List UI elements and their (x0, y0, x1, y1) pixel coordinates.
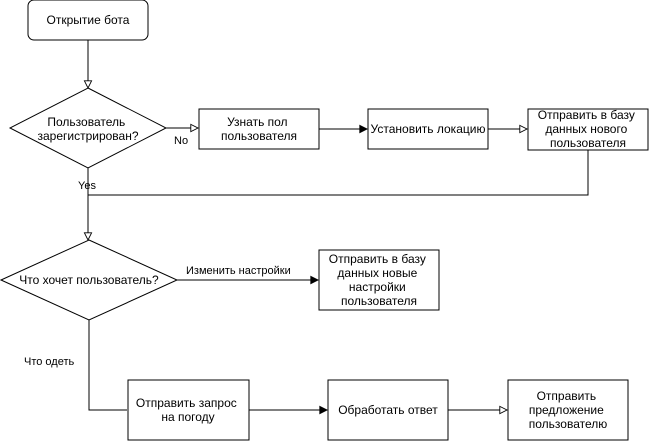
node-process-response: Обработать ответ (327, 379, 449, 441)
node-get-gender-line-1: Узнать пол (227, 115, 287, 129)
node-weather-request-line-1: Отправить запрос (136, 396, 237, 410)
node-get-gender-line-2: пользователя (221, 129, 297, 143)
node-process-response-label: Обработать ответ (338, 403, 438, 417)
node-save-settings: Отправить в базу данных новые настройки … (318, 249, 440, 311)
edge-what-to-wear (88, 320, 127, 411)
edge-save-back (88, 150, 589, 196)
node-save-settings-line-1: Отправить в базу (329, 252, 426, 266)
node-send-suggestion: Отправить предложение пользователю (507, 379, 629, 441)
node-set-location: Установить локацию (367, 108, 489, 150)
node-save-new-user-label: Отправить в базу данных нового пользоват… (538, 108, 638, 150)
node-registered-decision: Пользователь зарегистрирован? (8, 87, 168, 169)
node-save-new-user: Отправить в базу данных нового пользоват… (527, 108, 649, 151)
node-save-settings-line-4: пользователя (341, 294, 417, 308)
edge-label-what-to-wear: Что одеть (24, 356, 75, 368)
node-send-suggestion-line-1: Отправить (537, 389, 597, 403)
node-get-gender-label: Узнать пол пользователя (221, 115, 297, 143)
node-send-suggestion-line-2: предложение (529, 403, 604, 417)
node-weather-request-line-2: на погоду (161, 410, 214, 424)
edge-label-change-settings: Изменить настройки (186, 265, 291, 277)
node-registered-label: Пользователь зарегистрирован? (37, 115, 138, 143)
node-weather-request-label: Отправить запрос на погоду (136, 396, 240, 424)
node-user-wants-label: Что хочет пользователь? (19, 273, 159, 287)
edge-label-no: No (174, 135, 188, 147)
node-save-settings-line-2: данных новые (337, 266, 417, 280)
node-start: Открытие бота (27, 0, 149, 41)
node-weather-request: Отправить запрос на погоду (127, 379, 250, 441)
node-save-settings-line-3: настройки (349, 280, 406, 294)
node-registered-line-2: зарегистрирован? (37, 129, 138, 143)
node-start-label: Открытие бота (47, 13, 130, 27)
node-save-settings-label: Отправить в базу данных новые настройки … (329, 252, 429, 308)
node-get-gender: Узнать пол пользователя (198, 108, 320, 150)
node-save-new-user-line-3: пользователя (550, 136, 626, 150)
node-set-location-label: Установить локацию (371, 122, 486, 136)
node-user-wants-decision: Что хочет пользователь? (0, 239, 179, 321)
node-save-new-user-line-2: данных нового (545, 122, 627, 136)
node-send-suggestion-line-3: пользователю (529, 417, 608, 431)
edge-label-change-settings-bg (184, 263, 294, 276)
edge-label-yes: Yes (78, 180, 96, 192)
edges (88, 40, 589, 411)
node-registered-line-1: Пользователь (47, 115, 125, 129)
node-send-suggestion-label: Отправить предложение пользователю (529, 389, 608, 431)
node-save-new-user-line-1: Отправить в базу (538, 108, 635, 122)
